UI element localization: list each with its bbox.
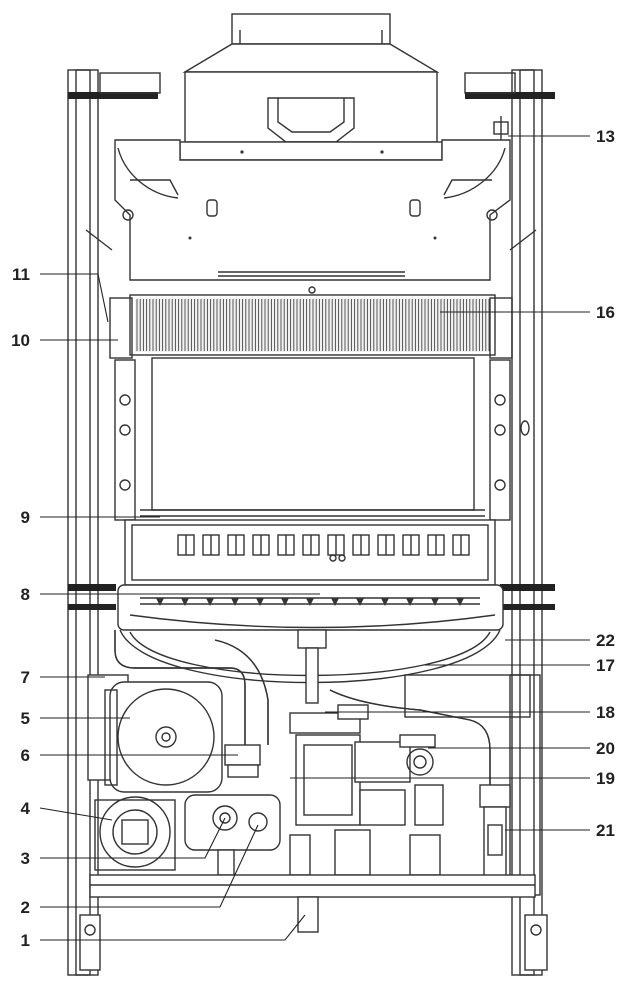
pump [87,674,261,793]
right-rail [511,69,543,976]
callout-9: 9 [21,508,30,527]
callout-20: 20 [596,739,615,758]
callout-13: 13 [596,127,615,146]
callout-6: 6 [21,746,30,765]
pipes [114,629,491,790]
top-band [68,92,158,99]
callout-21: 21 [596,821,615,840]
callout-16: 16 [596,303,615,322]
bottom-connector [297,896,319,933]
chamber-top [85,116,537,294]
callout-18: 18 [596,703,615,722]
gas-manifold [117,584,504,631]
callout-2: 2 [21,898,30,917]
callout-22: 22 [596,631,615,650]
callout-17: 17 [596,656,615,675]
left-rail [67,69,99,976]
callout-1: 1 [21,931,30,950]
callout-8: 8 [21,585,30,604]
flue-hood [179,13,443,161]
leader-lines [39,135,590,941]
heat-exchanger [109,294,513,359]
bottom-fittings [289,784,511,883]
gas-valve [295,734,444,826]
callout-7: 7 [21,668,30,687]
callout-10: 10 [11,331,30,350]
bottom-plate [79,874,548,971]
callout-5: 5 [21,709,30,728]
frame [67,69,555,976]
callouts: 1 2 3 4 5 6 7 8 9 10 11 13 16 22 17 18 2… [11,127,615,950]
diverter-valve [94,794,281,876]
callout-4: 4 [21,799,31,818]
callout-19: 19 [596,769,615,788]
burner [124,519,496,586]
callout-3: 3 [21,849,30,868]
combustion-chamber [114,357,530,521]
callout-11: 11 [12,265,30,284]
